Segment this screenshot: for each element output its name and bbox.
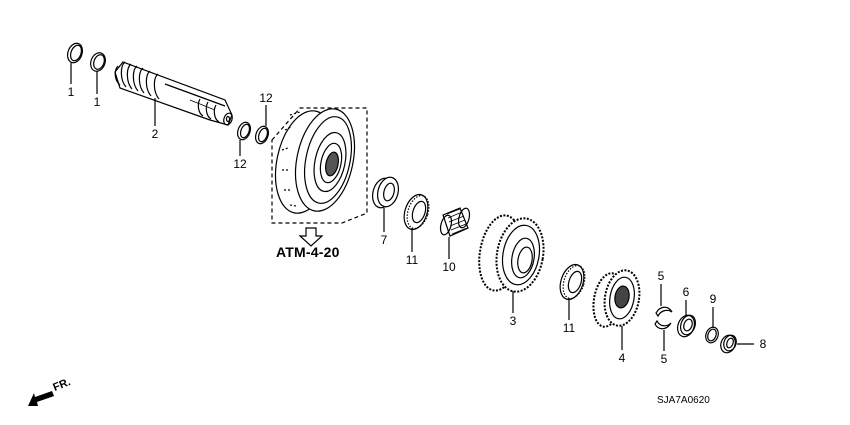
clutch-assembly-ref — [271, 107, 368, 247]
callout-4[interactable]: 4 — [618, 351, 626, 365]
mainshaft-2 — [114, 61, 233, 126]
diagram-code: SJA7A0620 — [657, 395, 710, 406]
washer-6 — [676, 314, 697, 338]
callout-1a[interactable]: 1 — [67, 85, 75, 99]
o-ring-1a — [66, 42, 84, 64]
callout-3[interactable]: 3 — [509, 314, 517, 328]
gear-3 — [478, 214, 545, 293]
washer-8 — [720, 334, 737, 354]
cotter-5a — [655, 306, 673, 318]
callout-11a[interactable]: 11 — [405, 253, 419, 267]
gear-4 — [592, 269, 641, 328]
front-direction-arrow-icon — [28, 391, 54, 406]
thrust-bearing-11b — [559, 263, 586, 301]
o-ring-12b — [254, 125, 270, 145]
callout-5b[interactable]: 5 — [660, 352, 668, 366]
callout-7[interactable]: 7 — [380, 233, 388, 247]
callout-12a[interactable]: 12 — [259, 91, 273, 105]
o-ring-12a — [236, 121, 252, 141]
callout-6[interactable]: 6 — [682, 285, 690, 299]
callout-5a[interactable]: 5 — [657, 269, 665, 283]
needle-bearing-10 — [439, 207, 471, 237]
thrust-bearing-11a — [403, 193, 430, 231]
bearing-7 — [371, 176, 400, 209]
callout-1b[interactable]: 1 — [93, 95, 101, 109]
callout-8[interactable]: 8 — [759, 337, 767, 351]
snap-ring-9 — [705, 326, 719, 344]
o-ring-1b — [90, 52, 106, 72]
cotter-5b — [654, 319, 672, 330]
callout-12b[interactable]: 12 — [233, 157, 247, 171]
callout-2[interactable]: 2 — [151, 127, 159, 141]
callout-10[interactable]: 10 — [442, 260, 456, 274]
callout-11b[interactable]: 11 — [562, 321, 576, 335]
callout-9[interactable]: 9 — [709, 292, 717, 306]
reference-link-atm-4-20[interactable]: ATM-4-20 — [276, 244, 340, 260]
